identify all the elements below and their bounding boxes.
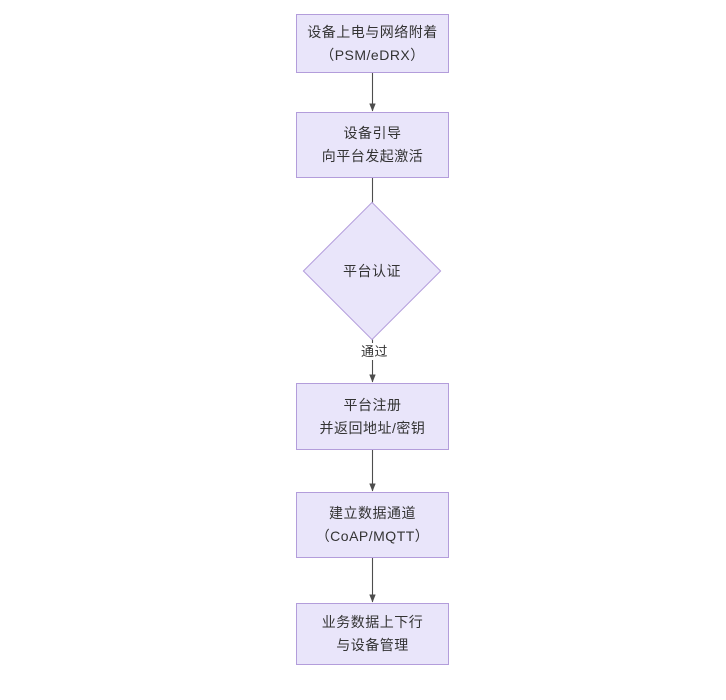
node-platform-auth-line-1: 平台认证: [343, 262, 401, 279]
node-platform-register-line-1: 平台注册: [343, 396, 402, 413]
node-bootstrap[interactable]: 设备引导 向平台发起激活: [296, 112, 449, 178]
node-service-data-line-1: 业务数据上下行: [321, 614, 424, 630]
node-service-data[interactable]: 业务数据上下行 与设备管理: [296, 603, 449, 665]
node-data-channel-line-2: （CoAP/MQTT）: [315, 528, 430, 544]
node-platform-auth-label: 平台认证: [323, 222, 421, 320]
node-power-on[interactable]: 设备上电与网络附着 （PSM/eDRX）: [296, 14, 449, 73]
node-platform-register-line-2: 并返回地址/密钥: [319, 419, 426, 436]
edge-label-pass: 通过: [355, 343, 394, 360]
node-bootstrap-line-2: 向平台发起激活: [321, 148, 424, 164]
node-service-data-line-2: 与设备管理: [336, 637, 409, 653]
node-bootstrap-line-1: 设备引导: [343, 125, 402, 141]
node-data-channel-line-1: 建立数据通道: [329, 505, 416, 521]
node-power-on-line-1: 设备上电与网络附着: [307, 23, 438, 40]
node-power-on-line-2: （PSM/eDRX）: [320, 46, 425, 63]
node-platform-register[interactable]: 平台注册 并返回地址/密钥: [296, 383, 449, 450]
node-data-channel[interactable]: 建立数据通道 （CoAP/MQTT）: [296, 492, 449, 558]
